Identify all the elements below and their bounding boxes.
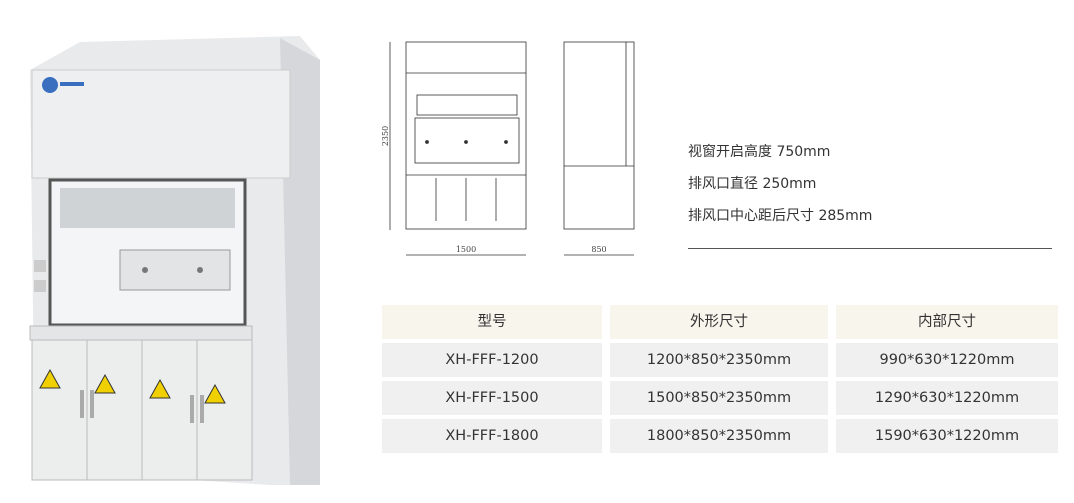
- height-dimension-label: 2350: [381, 126, 390, 146]
- cell-inner-size: 1290*630*1220mm: [836, 381, 1058, 415]
- header-inner-size: 内部尺寸: [836, 305, 1058, 339]
- cell-inner-size: 1590*630*1220mm: [836, 419, 1058, 453]
- fume-hood-photo: [29, 36, 320, 485]
- header-outer-size: 外形尺寸: [610, 305, 828, 339]
- cell-outer-size: 1500*850*2350mm: [610, 381, 828, 415]
- dimension-drawings: 1500 850 2350: [381, 41, 635, 256]
- header-model: 型号: [382, 305, 602, 339]
- table-row: XH-FFF-1500 1500*850*2350mm 1290*630*122…: [382, 381, 1060, 415]
- cell-model: XH-FFF-1800: [382, 419, 602, 453]
- spec-table: 型号 外形尺寸 内部尺寸 XH-FFF-1200 1200*850*2350mm…: [382, 305, 1060, 457]
- spec-window-height: 视窗开启高度 750mm: [688, 144, 831, 160]
- logo-icon: [42, 77, 58, 93]
- table-header: 型号 外形尺寸 内部尺寸: [382, 305, 1060, 339]
- divider: [688, 248, 1052, 249]
- table-row: XH-FFF-1200 1200*850*2350mm 990*630*1220…: [382, 343, 1060, 377]
- spec-exhaust-diameter: 排风口直径 250mm: [688, 176, 817, 192]
- cell-outer-size: 1800*850*2350mm: [610, 419, 828, 453]
- cell-outer-size: 1200*850*2350mm: [610, 343, 828, 377]
- width-dimension-label: 1500: [456, 245, 476, 254]
- warning-icon: [39, 368, 226, 404]
- depth-dimension-label: 850: [591, 245, 606, 254]
- cell-model: XH-FFF-1500: [382, 381, 602, 415]
- spec-exhaust-center-distance: 排风口中心距后尺寸 285mm: [688, 208, 873, 224]
- cell-model: XH-FFF-1200: [382, 343, 602, 377]
- table-row: XH-FFF-1800 1800*850*2350mm 1590*630*122…: [382, 419, 1060, 453]
- cell-inner-size: 990*630*1220mm: [836, 343, 1058, 377]
